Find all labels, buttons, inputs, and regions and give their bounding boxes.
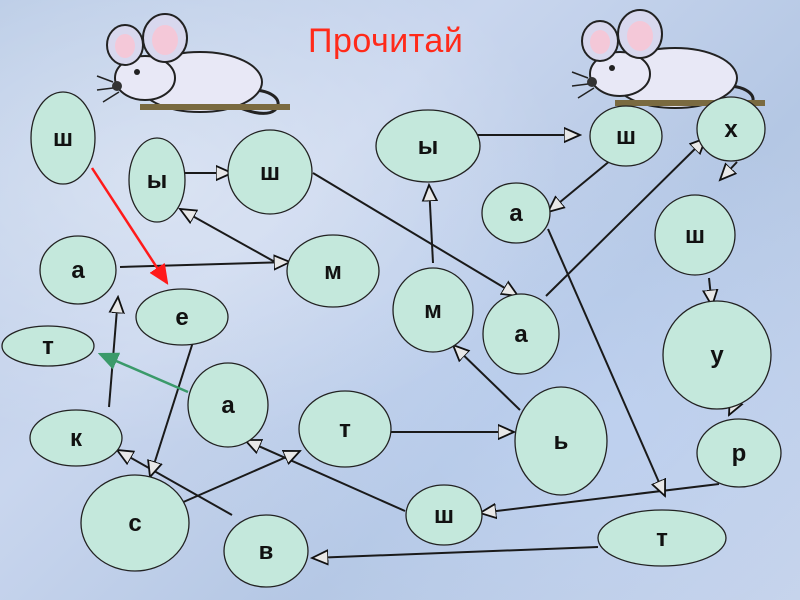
letter-label: р: [732, 440, 747, 467]
letter-node-n_sh3[interactable]: ш: [590, 106, 662, 166]
letter-label: к: [70, 425, 83, 452]
letter-label: ь: [554, 428, 569, 455]
letter-label: ы: [147, 167, 168, 194]
letter-label: е: [175, 304, 188, 331]
letter-label: ш: [434, 502, 454, 529]
connector-arrow: [120, 262, 290, 267]
hint-arrow: [100, 354, 188, 392]
letter-node-n_m1[interactable]: м: [287, 235, 379, 307]
letter-node-n_u[interactable]: у: [663, 301, 771, 409]
letter-node-n_sh5[interactable]: ш: [406, 485, 482, 545]
connector-arrow: [720, 162, 737, 180]
connector-arrow: [312, 547, 598, 558]
letter-node-n_soft[interactable]: ь: [515, 387, 607, 495]
letter-node-n_a1[interactable]: а: [482, 183, 550, 243]
letter-label: а: [221, 392, 235, 419]
letter-label: х: [724, 116, 738, 143]
connector-arrow: [150, 342, 193, 477]
letter-label: а: [509, 200, 523, 227]
letter-node-n_t3[interactable]: т: [598, 510, 726, 566]
letter-node-n_h[interactable]: х: [697, 97, 765, 161]
letter-node-n_m2[interactable]: м: [393, 268, 473, 352]
letter-node-n_sh2[interactable]: ш: [228, 130, 312, 214]
letter-node-n_y1[interactable]: ы: [129, 138, 185, 222]
letter-node-n_k[interactable]: к: [30, 410, 122, 466]
connector-arrow: [480, 484, 719, 513]
letter-label: в: [259, 538, 274, 565]
letter-node-n_sh4[interactable]: ш: [655, 195, 735, 275]
letter-label: т: [656, 525, 668, 552]
letter-label: а: [514, 321, 528, 348]
connector-arrow: [429, 185, 433, 263]
letter-label: а: [71, 257, 85, 284]
letter-node-n_r[interactable]: р: [697, 419, 781, 487]
letter-label: ш: [53, 125, 73, 152]
letter-label: ы: [418, 133, 439, 160]
letter-label: ш: [260, 159, 280, 186]
letter-node-n_e[interactable]: е: [136, 289, 228, 345]
letter-label: м: [324, 258, 342, 285]
letter-node-n_t1[interactable]: т: [2, 326, 94, 366]
connector-arrow: [548, 155, 617, 212]
letter-node-n_a2[interactable]: а: [40, 236, 116, 304]
connector-arrow: [729, 407, 733, 415]
letter-label: т: [339, 416, 351, 443]
letter-node-n_s[interactable]: с: [81, 475, 189, 571]
letter-label: с: [128, 510, 141, 537]
letter-node-n_y2[interactable]: ы: [376, 110, 480, 182]
letter-label: м: [424, 297, 442, 324]
letter-node-n_a3[interactable]: а: [483, 294, 559, 374]
letter-label: у: [710, 342, 724, 369]
letter-node-n_v[interactable]: в: [224, 515, 308, 587]
connector-arrow: [172, 451, 300, 507]
connector-arrow: [109, 297, 118, 407]
letter-node-n_a4[interactable]: а: [188, 363, 268, 447]
letter-node-n_t2[interactable]: т: [299, 391, 391, 467]
letter-label: ш: [685, 222, 705, 249]
letter-label: т: [42, 333, 54, 360]
letter-node-n_sh1[interactable]: ш: [31, 92, 95, 184]
connector-arrow: [180, 209, 275, 262]
letter-label: ш: [616, 123, 636, 150]
